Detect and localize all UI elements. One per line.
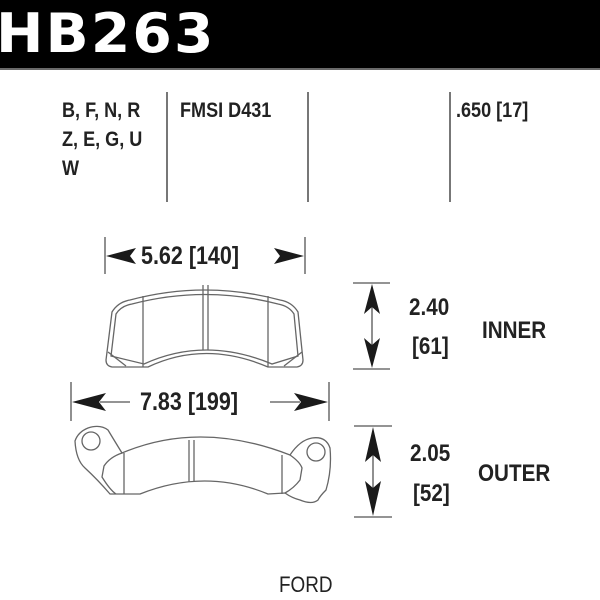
- outer-pad-outline: [74, 425, 332, 504]
- inner-height-mm: [61]: [412, 333, 449, 360]
- arrow-down-icon: [365, 481, 381, 516]
- column-divider-1: [166, 92, 168, 202]
- compound-line-2: Z, E, G, U: [62, 128, 143, 151]
- vehicle-make: FORD: [279, 572, 333, 597]
- inner-pad-outline: [105, 285, 304, 368]
- outer-width-label: 7.83 [199]: [140, 388, 239, 416]
- compound-line-1: B, F, N, R: [62, 99, 141, 122]
- arrow-right-icon: [294, 393, 328, 411]
- inner-pad-label: INNER: [482, 317, 547, 344]
- arrow-up-icon: [365, 427, 381, 462]
- pad-thickness: .650 [17]: [456, 99, 529, 122]
- outer-pad-label: OUTER: [478, 460, 551, 487]
- arrow-up-icon: [364, 284, 380, 314]
- header-band: HB263: [0, 0, 600, 70]
- arrow-left-icon: [106, 248, 136, 264]
- fmsi-number: FMSI D431: [180, 99, 272, 122]
- column-divider-2: [307, 92, 309, 202]
- arrow-left-icon: [72, 393, 106, 411]
- outer-height-in: 2.05: [410, 440, 451, 467]
- column-divider-3: [449, 92, 451, 202]
- part-number: HB263: [0, 2, 216, 65]
- inner-height-in: 2.40: [409, 294, 450, 321]
- outer-height-mm: [52]: [413, 480, 450, 507]
- arrow-right-icon: [274, 248, 304, 264]
- compound-line-3: W: [62, 157, 80, 180]
- compound-list: B, F, N, R Z, E, G, U W: [62, 96, 142, 183]
- arrow-down-icon: [364, 338, 380, 368]
- inner-width-label: 5.62 [140]: [141, 242, 240, 270]
